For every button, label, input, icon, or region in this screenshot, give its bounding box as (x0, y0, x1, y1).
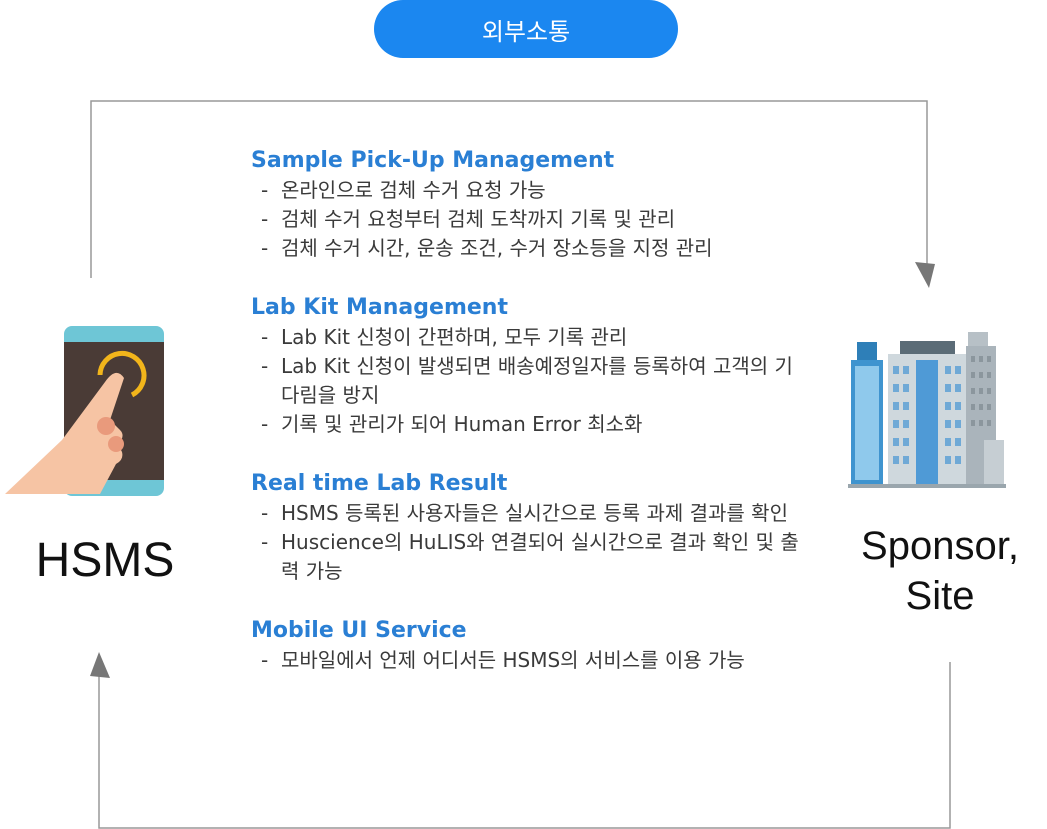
section-mobile-ui: Mobile UI Service 모바일에서 언제 어디서든 HSMS의 서비… (251, 616, 811, 675)
section-title: Real time Lab Result (251, 471, 508, 496)
list-item: HSMS 등록된 사용자들은 실시간으로 등록 과제 결과를 확인 (251, 499, 811, 528)
header-title: 외부소통 (481, 17, 571, 46)
connector-top (90, 100, 928, 278)
section-lab-kit: Lab Kit Management Lab Kit 신청이 간편하며, 모두 … (251, 293, 811, 439)
office-buildings-icon (848, 332, 1006, 488)
smartphone-touch-icon (5, 326, 164, 496)
sponsor-label-line1: Sponsor, (861, 524, 1019, 568)
list-item: 기록 및 관리가 되어 Human Error 최소화 (251, 410, 811, 439)
sponsor-label-line2: Site (905, 574, 975, 618)
section-title: Mobile UI Service (251, 618, 467, 643)
list-item: 검체 수거 시간, 운송 조건, 수거 장소등을 지정 관리 (251, 234, 811, 263)
header-pill: 외부소통 (374, 0, 678, 58)
arrow-up-left (90, 652, 110, 678)
section-sample-pickup: Sample Pick-Up Management 온라인으로 검체 수거 요청… (251, 146, 811, 263)
list-item: Lab Kit 신청이 발생되면 배송예정일자를 등록하여 고객의 기다림을 방… (251, 352, 811, 410)
hsms-label: HSMS (35, 534, 175, 587)
list-item: Lab Kit 신청이 간편하며, 모두 기록 관리 (251, 323, 811, 352)
section-real-time-result: Real time Lab Result HSMS 등록된 사용자들은 실시간으… (251, 469, 811, 586)
list-item: Huscience의 HuLIS와 연결되어 실시간으로 결과 확인 및 출력 … (251, 528, 811, 586)
section-title: Lab Kit Management (251, 295, 508, 320)
feature-list: Sample Pick-Up Management 온라인으로 검체 수거 요청… (251, 146, 811, 705)
section-title: Sample Pick-Up Management (251, 148, 615, 173)
connector-bottom (98, 662, 951, 829)
list-item: 온라인으로 검체 수거 요청 가능 (251, 176, 811, 205)
list-item: 모바일에서 언제 어디서든 HSMS의 서비스를 이용 가능 (251, 646, 811, 675)
arrow-down-right (915, 262, 935, 288)
sponsor-site-label: Sponsor, Site (840, 521, 1040, 621)
list-item: 검체 수거 요청부터 검체 도착까지 기록 및 관리 (251, 205, 811, 234)
